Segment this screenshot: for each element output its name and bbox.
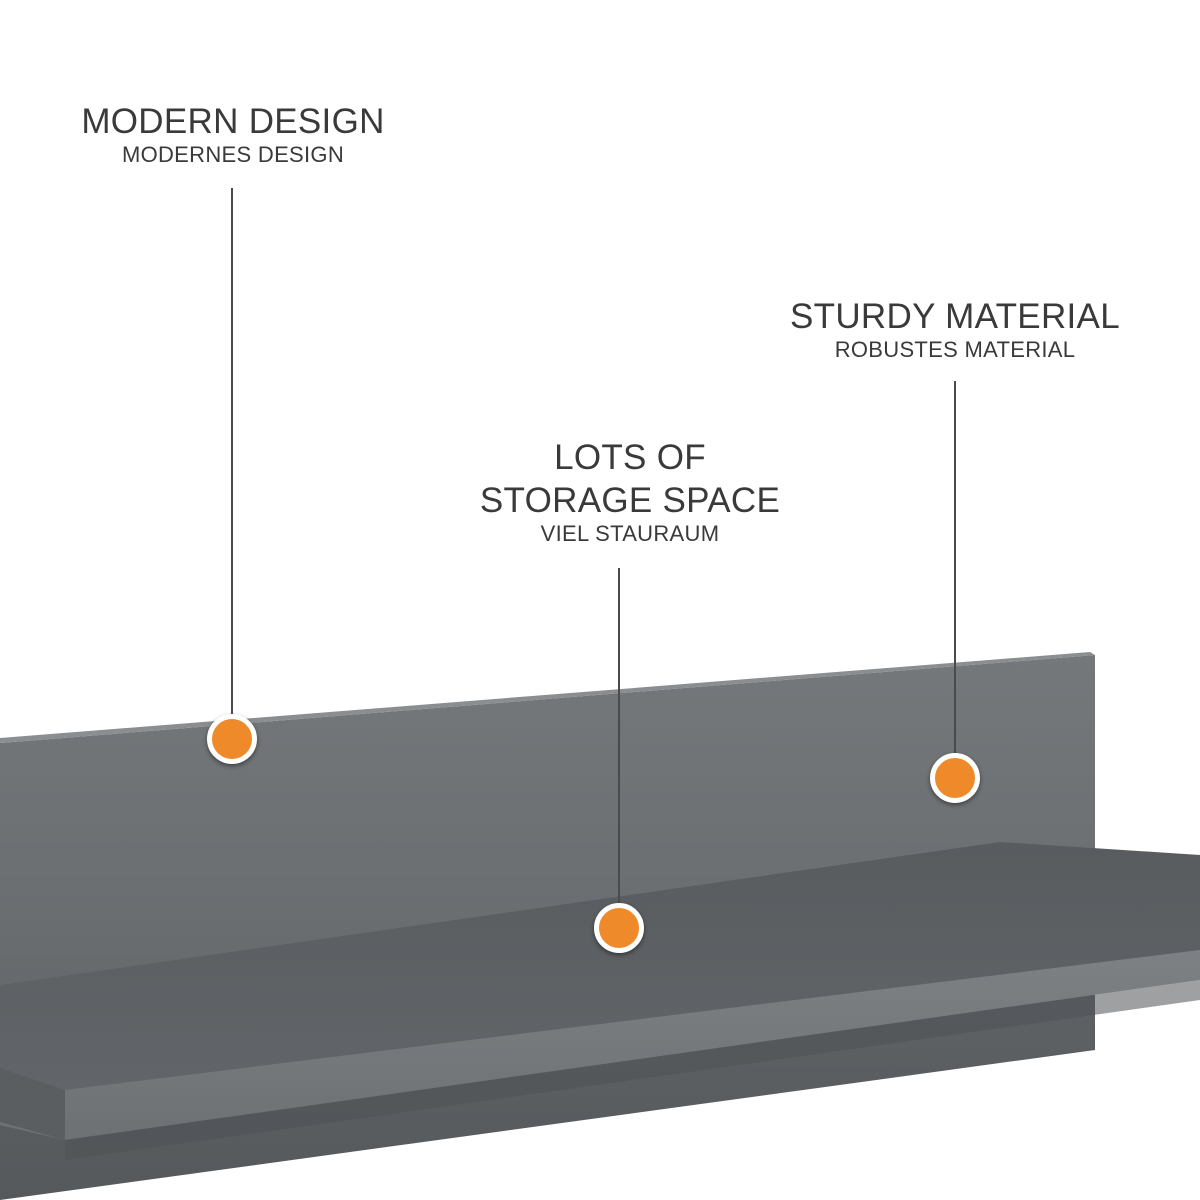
callout-title-modern-design: MODERN DESIGN (81, 102, 385, 141)
feature-marker-dot (207, 714, 257, 764)
shelf-board-front-edge (0, 950, 1200, 1140)
shelf-shadow (65, 980, 1200, 1160)
callout-title-storage-space: LOTS OF STORAGE SPACE (479, 438, 781, 520)
callout-subtitle-sturdy-material: ROBUSTES MATERIAL (834, 337, 1076, 362)
callout-subtitle-modern-design: MODERNES DESIGN (121, 142, 345, 167)
leader-line (618, 568, 620, 908)
shelf-back-top-edge (0, 652, 1095, 743)
feature-marker-dot (930, 753, 980, 803)
callout-subtitle-storage-space: VIEL STAURAUM (540, 521, 720, 546)
shelf-board-top (0, 842, 1200, 1095)
leader-line (954, 381, 956, 759)
feature-marker-dot (594, 903, 644, 953)
leader-line (231, 188, 233, 720)
callout-title-sturdy-material: STURDY MATERIAL (790, 297, 1120, 336)
shelf-board-end (0, 1068, 65, 1140)
